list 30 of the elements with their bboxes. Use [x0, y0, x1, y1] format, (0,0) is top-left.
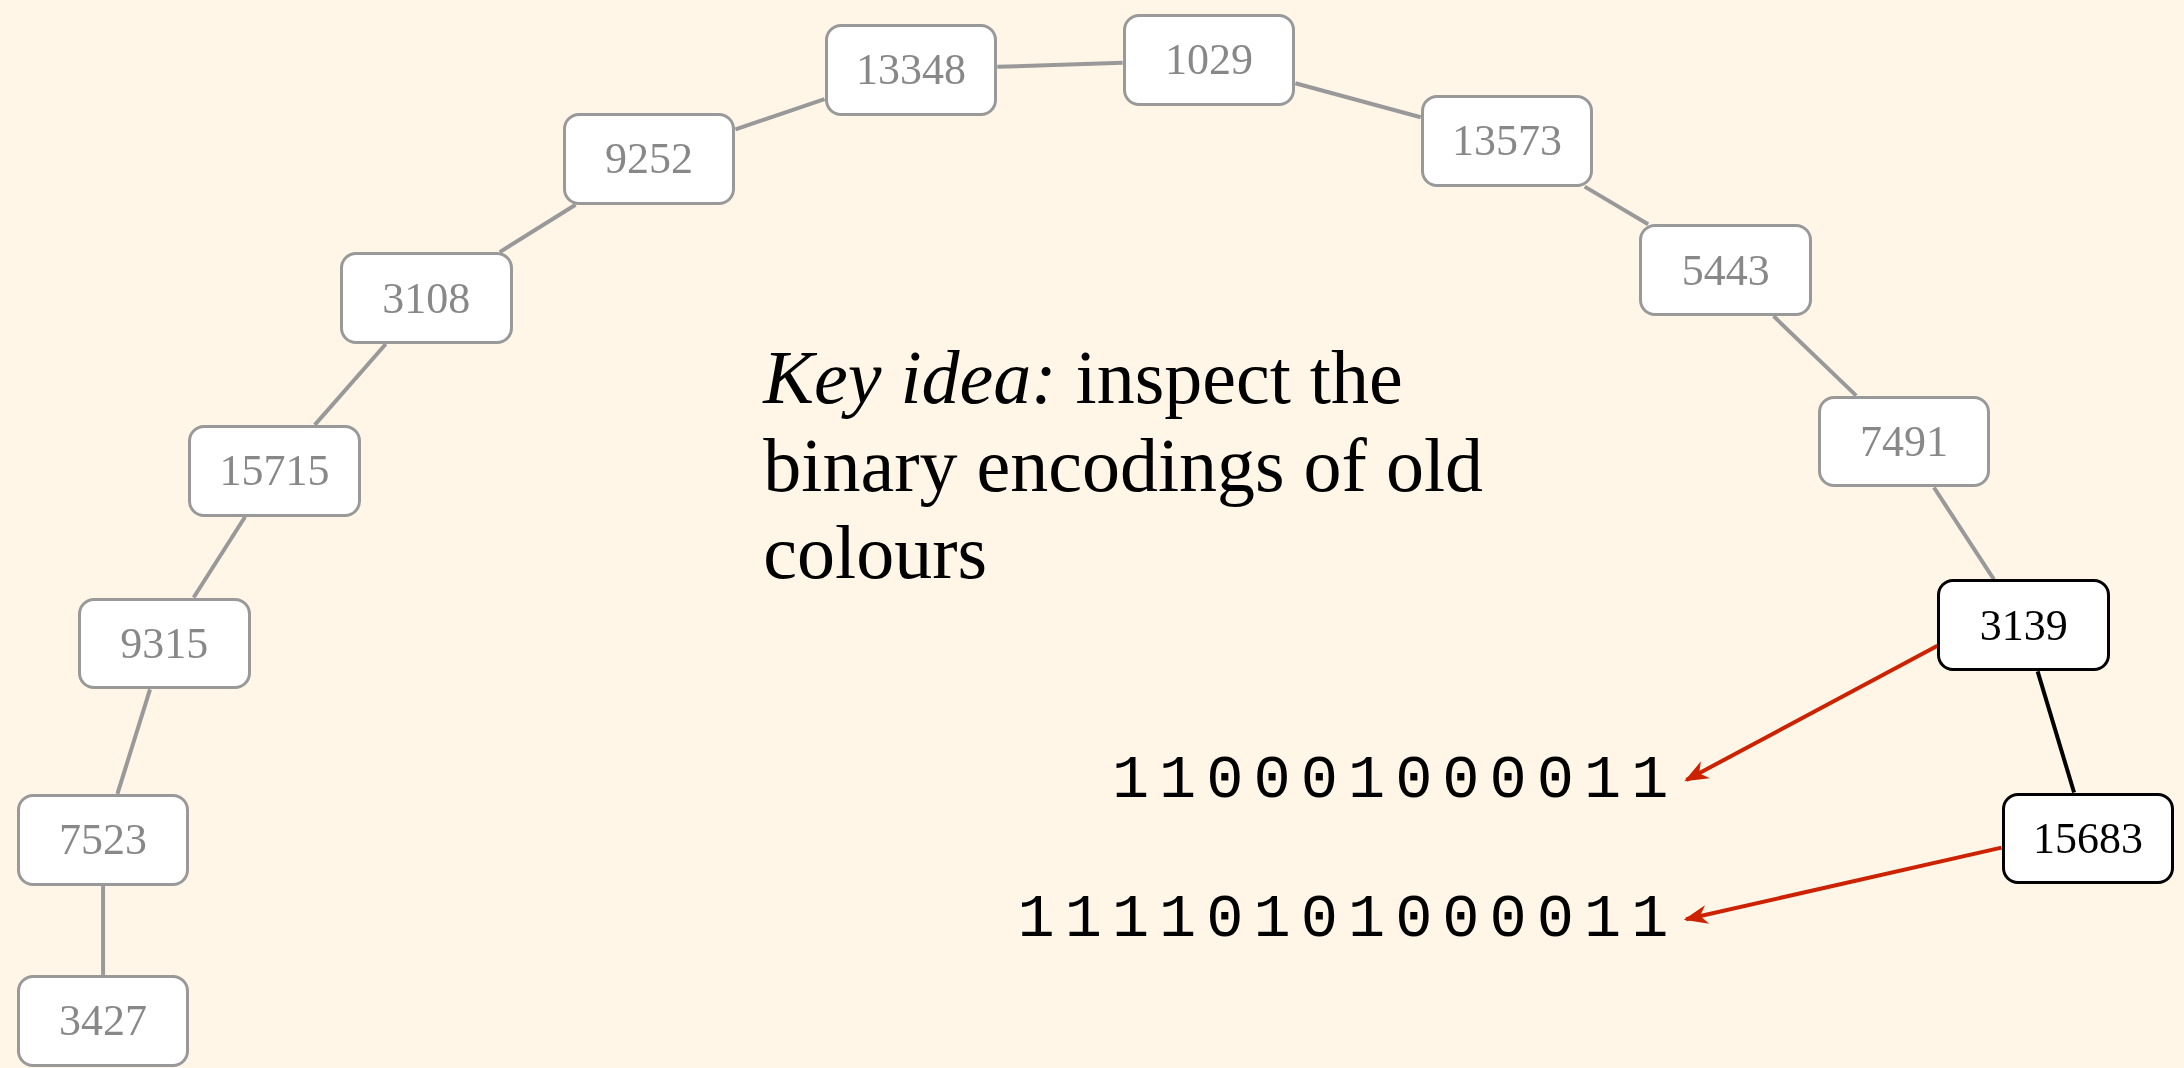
connector-line — [2035, 670, 2076, 794]
connector-line — [101, 885, 106, 975]
number-box: 3139 — [1937, 579, 2111, 672]
connector-line — [191, 515, 247, 599]
key-idea-note: Key idea: inspect the binary encodings of old colours — [763, 334, 1485, 597]
number-box: 7523 — [16, 793, 190, 886]
number-box: 9315 — [78, 597, 251, 690]
connector-line — [115, 688, 152, 795]
number-box: 9252 — [562, 112, 736, 205]
number-box: 13573 — [1420, 94, 1594, 187]
number-box: 15715 — [188, 424, 361, 517]
number-box: 13348 — [824, 23, 998, 116]
connector-line — [498, 203, 577, 254]
arrow — [1684, 644, 1939, 782]
connector-line — [997, 60, 1123, 69]
number-box: 7491 — [1817, 395, 1991, 488]
connector-line — [1294, 81, 1422, 120]
connector-line — [1583, 184, 1650, 226]
connector-line — [734, 97, 826, 132]
number-box: 1029 — [1122, 13, 1296, 106]
connector-line — [313, 342, 388, 427]
number-box: 3427 — [16, 975, 190, 1067]
number-box: 3108 — [339, 252, 513, 344]
binary-code-text: 110001000011 — [1058, 741, 1679, 819]
number-box: 5443 — [1639, 224, 1813, 317]
connector-line — [1772, 314, 1858, 397]
arrow — [1683, 845, 2002, 924]
binary-code-text: 11110101000011 — [961, 880, 1679, 959]
connector-line — [1932, 486, 1996, 581]
number-box: 15683 — [2001, 792, 2175, 885]
